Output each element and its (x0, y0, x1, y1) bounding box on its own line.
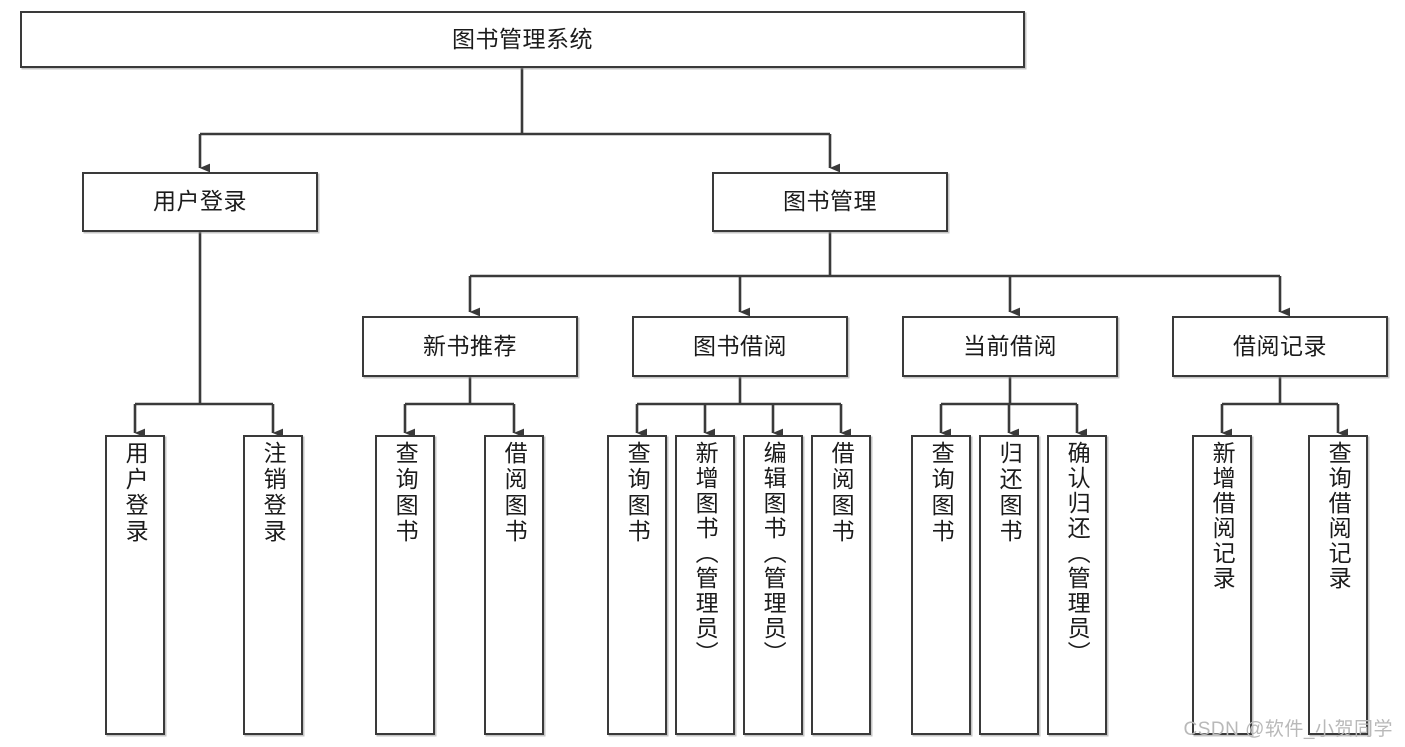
node-leaf-add-book[interactable]: 新增图书（管理员） (675, 435, 735, 735)
node-root-label: 图书管理系统 (452, 25, 593, 52)
node-new-book-rec[interactable]: 新书推荐 (362, 316, 578, 377)
node-borrow-record-label: 借阅记录 (1233, 332, 1327, 359)
node-leaf-confirm-return[interactable]: 确认归还（管理员） (1047, 435, 1107, 735)
node-user-login[interactable]: 用户登录 (82, 172, 318, 232)
node-borrow-record[interactable]: 借阅记录 (1172, 316, 1388, 377)
node-leaf-query-book-c-label: 查询图书 (928, 441, 955, 545)
node-current-borrow[interactable]: 当前借阅 (902, 316, 1118, 377)
node-leaf-logout-label: 注销登录 (260, 441, 287, 545)
node-leaf-query-book-c[interactable]: 查询图书 (911, 435, 971, 735)
node-leaf-query-record-label: 查询借阅记录 (1325, 441, 1352, 591)
node-leaf-borrow-book-b-label: 借阅图书 (828, 441, 855, 545)
node-leaf-user-login-label: 用户登录 (122, 441, 149, 545)
node-leaf-add-record[interactable]: 新增借阅记录 (1192, 435, 1252, 735)
node-leaf-add-book-label: 新增图书（管理员） (692, 441, 719, 666)
node-leaf-borrow-book-a[interactable]: 借阅图书 (484, 435, 544, 735)
node-book-manage-label: 图书管理 (783, 188, 877, 215)
node-leaf-user-login[interactable]: 用户登录 (105, 435, 165, 735)
node-leaf-edit-book-label: 编辑图书（管理员） (760, 441, 787, 666)
node-book-borrow[interactable]: 图书借阅 (632, 316, 848, 377)
node-leaf-query-book-a[interactable]: 查询图书 (375, 435, 435, 735)
node-leaf-query-book-b[interactable]: 查询图书 (607, 435, 667, 735)
node-leaf-return-book-label: 归还图书 (996, 441, 1023, 545)
node-leaf-borrow-book-a-label: 借阅图书 (501, 441, 528, 545)
node-leaf-query-book-b-label: 查询图书 (624, 441, 651, 545)
node-root[interactable]: 图书管理系统 (20, 11, 1025, 68)
node-leaf-query-record[interactable]: 查询借阅记录 (1308, 435, 1368, 735)
node-leaf-return-book[interactable]: 归还图书 (979, 435, 1039, 735)
node-leaf-edit-book[interactable]: 编辑图书（管理员） (743, 435, 803, 735)
node-leaf-add-record-label: 新增借阅记录 (1209, 441, 1236, 591)
node-user-login-label: 用户登录 (153, 188, 247, 215)
node-new-book-rec-label: 新书推荐 (423, 332, 517, 359)
node-leaf-logout[interactable]: 注销登录 (243, 435, 303, 735)
node-leaf-query-book-a-label: 查询图书 (392, 441, 419, 545)
node-leaf-confirm-return-label: 确认归还（管理员） (1064, 441, 1091, 666)
node-leaf-borrow-book-b[interactable]: 借阅图书 (811, 435, 871, 735)
node-book-manage[interactable]: 图书管理 (712, 172, 948, 232)
node-book-borrow-label: 图书借阅 (693, 332, 787, 359)
watermark: CSDN @软件_小贺同学 (1183, 719, 1393, 740)
node-current-borrow-label: 当前借阅 (963, 332, 1057, 359)
